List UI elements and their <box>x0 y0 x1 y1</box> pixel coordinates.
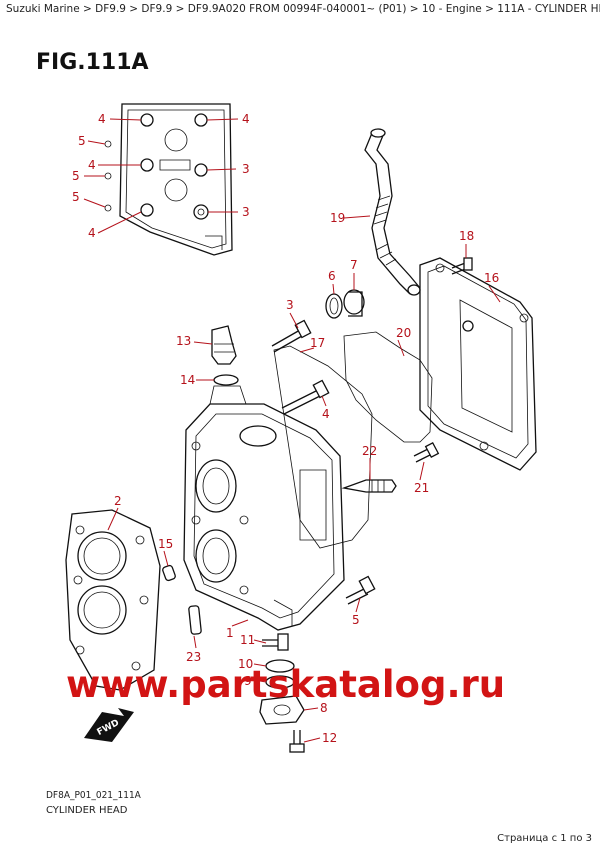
bolt-21 <box>413 441 440 463</box>
anode-13 <box>211 325 237 365</box>
bolt-3 <box>271 319 312 353</box>
callout-12[interactable]: 12 <box>322 731 337 745</box>
callout-5[interactable]: 5 <box>72 190 80 204</box>
callout-7[interactable]: 7 <box>350 258 358 272</box>
figure-title: FIG.111A <box>36 50 149 75</box>
head-view-leaders <box>83 118 239 234</box>
cover-gasket <box>343 331 433 443</box>
callout-4[interactable]: 4 <box>88 158 96 172</box>
fwd-arrow-icon: FWD <box>84 708 134 742</box>
callout-3[interactable]: 3 <box>286 298 294 312</box>
callout-1[interactable]: 1 <box>226 626 234 640</box>
cylinder-head <box>183 385 345 631</box>
o-ring-14 <box>213 374 239 386</box>
callout-4[interactable]: 4 <box>242 112 250 126</box>
callout-6[interactable]: 6 <box>328 269 336 283</box>
callout-18[interactable]: 18 <box>459 229 474 243</box>
callout-3[interactable]: 3 <box>242 162 250 176</box>
leader-lines <box>107 215 501 743</box>
bolt-18 <box>451 257 473 275</box>
callout-11[interactable]: 11 <box>240 633 255 647</box>
head-gasket <box>65 509 161 691</box>
figure-code: DF8A_P01_021_111A <box>46 790 141 801</box>
gasket-17 <box>273 345 373 549</box>
callout-15[interactable]: 15 <box>158 537 173 551</box>
head-view-small <box>104 103 233 256</box>
callout-16[interactable]: 16 <box>484 271 499 285</box>
callout-5[interactable]: 5 <box>352 613 360 627</box>
pin-23 <box>188 605 202 635</box>
dowel-15 <box>162 564 176 582</box>
bolt-4 <box>281 379 330 415</box>
cylinder-head-cover <box>419 257 537 471</box>
callout-8[interactable]: 8 <box>320 701 328 715</box>
callout-4[interactable]: 4 <box>322 407 330 421</box>
bolt-12 <box>289 730 305 753</box>
callout-20[interactable]: 20 <box>396 326 411 340</box>
bolt-5 <box>345 575 376 605</box>
bracket-8 <box>259 695 305 725</box>
callout-19[interactable]: 19 <box>330 211 345 225</box>
spark-plug <box>341 479 397 493</box>
callout-10[interactable]: 10 <box>238 657 253 671</box>
callout-21[interactable]: 21 <box>414 481 429 495</box>
callout-5[interactable]: 5 <box>78 134 86 148</box>
callout-13[interactable]: 13 <box>176 334 191 348</box>
callout-2[interactable]: 2 <box>114 494 122 508</box>
callout-9[interactable]: 9 <box>244 674 252 688</box>
callout-22[interactable]: 22 <box>362 444 377 458</box>
callout-4[interactable]: 4 <box>88 226 96 240</box>
callout-23[interactable]: 23 <box>186 650 201 664</box>
figure-name: CYLINDER HEAD <box>46 805 128 816</box>
breadcrumb[interactable]: Suzuki Marine > DF9.9 > DF9.9 > DF9.9A02… <box>6 3 600 15</box>
callout-17[interactable]: 17 <box>310 336 325 350</box>
water-hose <box>364 128 421 296</box>
callout-5[interactable]: 5 <box>72 169 80 183</box>
callouts: 4 4 5 4 3 5 5 3 4 19 18 6 7 16 3 20 13 1… <box>72 112 499 745</box>
thermostat-parts <box>325 289 365 319</box>
callout-3[interactable]: 3 <box>242 205 250 219</box>
callout-4[interactable]: 4 <box>98 112 106 126</box>
bolt-11 <box>262 633 289 651</box>
pagination: Страница с 1 по 3 <box>497 833 592 844</box>
watermark: www.partskatalog.ru <box>66 663 506 706</box>
callout-14[interactable]: 14 <box>180 373 195 387</box>
